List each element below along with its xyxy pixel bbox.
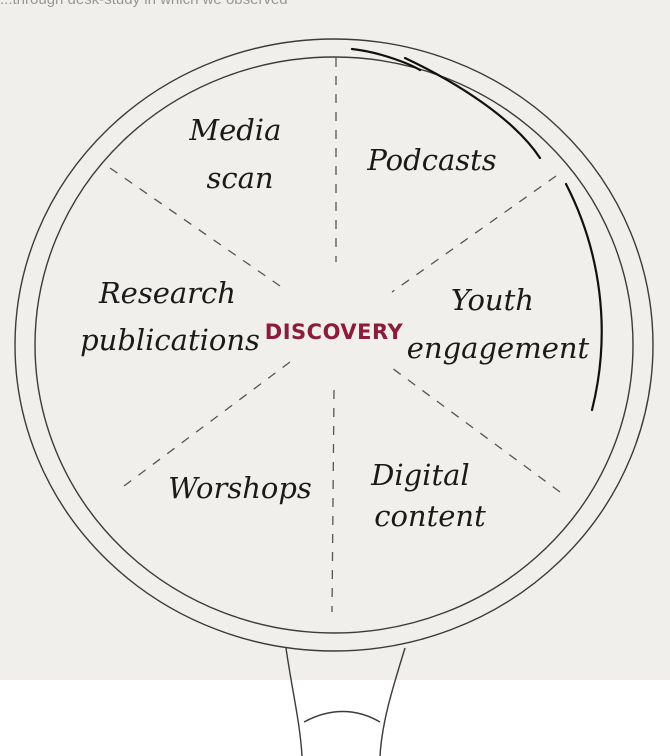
segment-worshops: Worshops	[168, 471, 312, 505]
magnifier-inner-rim	[34, 56, 634, 634]
segment-media-scan: Media scan	[188, 113, 290, 195]
center-label: DISCOVERY	[265, 320, 404, 344]
divider-lower-left	[123, 361, 291, 487]
magnifier-outer-rim	[14, 38, 654, 652]
segment-podcasts: Podcasts	[366, 143, 496, 177]
top-caption: ...through desk-study in which we observ…	[0, 0, 670, 8]
segment-research-publications: Research publications	[80, 276, 260, 357]
magnifier-handle	[285, 647, 406, 756]
accent-stroke-right	[564, 182, 603, 412]
divider-bottom	[331, 389, 335, 613]
background-panel: ...through desk-study in which we observ…	[0, 0, 670, 680]
divider-upper-right	[391, 175, 557, 293]
accent-stroke-top	[350, 47, 542, 160]
segment-youth-engagement: Youth engagement	[407, 283, 590, 365]
segment-digital-content: Digital content	[370, 458, 486, 533]
